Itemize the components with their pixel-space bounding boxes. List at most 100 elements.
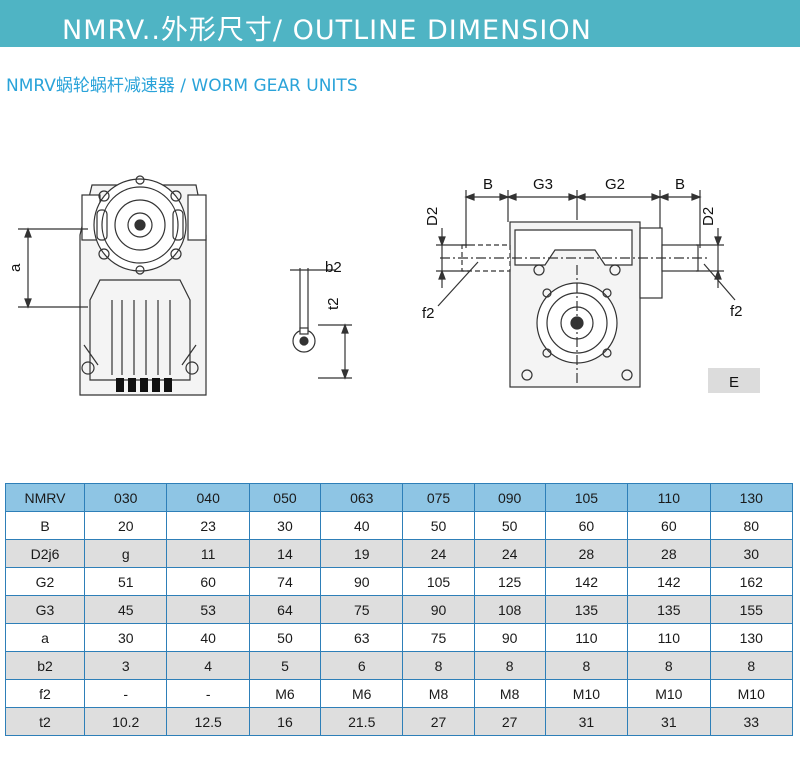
table-cell: 10.2 <box>83 707 168 736</box>
table-cell: 135 <box>627 595 711 624</box>
label-t2: t2 <box>325 297 342 310</box>
cooling-fins <box>116 378 172 392</box>
table-cell: 24 <box>473 539 546 568</box>
table-cell: 23 <box>166 511 250 540</box>
table-cell: 108 <box>473 595 546 624</box>
table-header-row: NMRV 030 040 050 063 075 090 105 110 130 <box>5 483 794 512</box>
table-cell: 130 <box>709 623 794 652</box>
table-cell: 33 <box>709 707 794 736</box>
label-g2: G2 <box>605 176 625 193</box>
table-cell: 28 <box>544 539 629 568</box>
gearbox-side-view <box>440 221 710 388</box>
table-cell: 12.5 <box>166 707 250 736</box>
label-e: E <box>729 374 739 391</box>
table-cell: M10 <box>709 679 794 708</box>
e-label-box <box>708 368 760 393</box>
table-cell: 6 <box>320 651 404 680</box>
table-cell: 110 <box>627 623 711 652</box>
table-cell: 24 <box>402 539 475 568</box>
table-cell: - <box>83 679 168 708</box>
table-row-label: f2 <box>5 679 85 708</box>
table-row-label: b2 <box>5 651 85 680</box>
table-cell: M10 <box>544 679 629 708</box>
table-row-label: D2j6 <box>5 539 85 568</box>
table-cell: g <box>83 539 168 568</box>
table-cell: 11 <box>166 539 250 568</box>
table-cell: 162 <box>709 567 794 596</box>
table-cell: - <box>166 679 250 708</box>
table-row-label: a <box>5 623 85 652</box>
label-b-right: B <box>675 176 685 193</box>
table-header-cell: 040 <box>166 483 250 512</box>
table-header-cell: 090 <box>473 483 546 512</box>
table-cell: 30 <box>248 511 322 540</box>
table-cell: M6 <box>248 679 322 708</box>
table-cell: 125 <box>473 567 546 596</box>
table-cell: 50 <box>248 623 322 652</box>
dimension-table: NMRV 030 040 050 063 075 090 105 110 130… <box>5 483 794 736</box>
dimension-d2 <box>436 228 724 288</box>
table-cell: 75 <box>402 623 475 652</box>
table-header-cell: 130 <box>709 483 794 512</box>
technical-drawing: a b2 t2 D2 D2 B G3 G2 B f2 f2 E <box>7 175 760 396</box>
table-cell: 28 <box>627 539 711 568</box>
table-row-label: B <box>5 511 85 540</box>
table-header-cell: 110 <box>627 483 711 512</box>
table-cell: 21.5 <box>320 707 404 736</box>
table-cell: 60 <box>544 511 629 540</box>
table-cell: 60 <box>627 511 711 540</box>
section-subtitle: NMRV蜗轮蜗杆减速器 / WORM GEAR UNITS <box>6 76 358 96</box>
table-cell: 8 <box>473 651 546 680</box>
table-cell: 19 <box>320 539 404 568</box>
table-cell: 75 <box>320 595 404 624</box>
table-cell: 155 <box>709 595 794 624</box>
table-cell: 8 <box>544 651 629 680</box>
table-cell: 16 <box>248 707 322 736</box>
table-header-cell: 063 <box>320 483 404 512</box>
table-cell: 8 <box>402 651 475 680</box>
table-cell: 90 <box>320 567 404 596</box>
table-cell: M8 <box>402 679 475 708</box>
table-cell: 30 <box>709 539 794 568</box>
table-header-cell: 075 <box>402 483 475 512</box>
table-cell: 63 <box>320 623 404 652</box>
table-cell: 14 <box>248 539 322 568</box>
table-cell: M10 <box>627 679 711 708</box>
label-d2-left: D2 <box>424 207 441 226</box>
table-cell: 40 <box>166 623 250 652</box>
table-cell: 3 <box>83 651 168 680</box>
table-cell: 142 <box>627 567 711 596</box>
table-cell: 135 <box>544 595 629 624</box>
table-cell: 8 <box>709 651 794 680</box>
table-cell: 53 <box>166 595 250 624</box>
table-cell: 60 <box>166 567 250 596</box>
table-row-label: t2 <box>5 707 85 736</box>
label-b-left: B <box>483 176 493 193</box>
table-cell: 90 <box>473 623 546 652</box>
table-cell: 80 <box>709 511 794 540</box>
gearbox-front-view <box>79 175 207 396</box>
table-cell: 50 <box>402 511 475 540</box>
table-header-cell: 030 <box>83 483 168 512</box>
table-cell: 31 <box>544 707 629 736</box>
header-bar: NMRV..外形尺寸/ OUTLINE DIMENSION <box>0 0 800 47</box>
table-cell: 5 <box>248 651 322 680</box>
table-cell: 45 <box>83 595 168 624</box>
table-row-label: G2 <box>5 567 85 596</box>
f2-leaders <box>437 261 736 307</box>
table-header-cell: 050 <box>248 483 322 512</box>
table-cell: 27 <box>473 707 546 736</box>
table-row-label: G3 <box>5 595 85 624</box>
label-f2-right: f2 <box>730 303 743 320</box>
table-cell: M6 <box>320 679 404 708</box>
table-cell: 8 <box>627 651 711 680</box>
table-cell: 31 <box>627 707 711 736</box>
